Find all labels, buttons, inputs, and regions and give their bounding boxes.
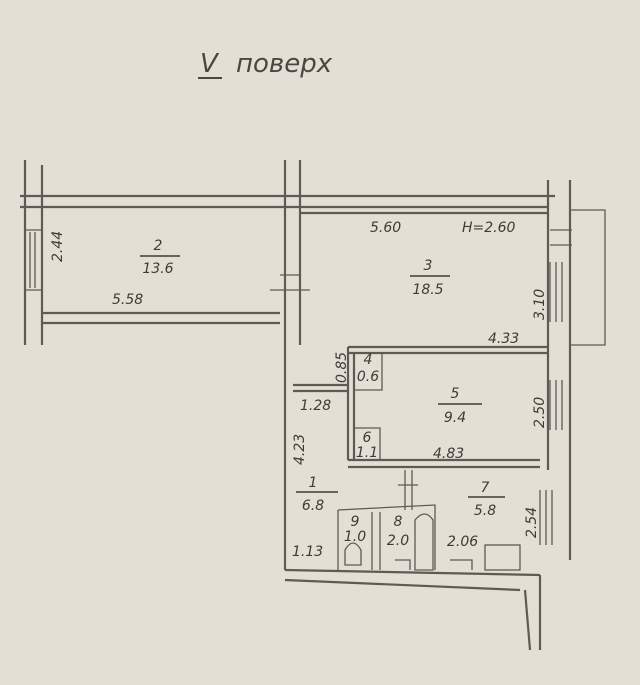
rooms-8-number: 9 [351,514,360,530]
room-1-label: 1 6.8 [296,475,338,514]
rooms-7-area: 2.0 [387,533,409,549]
dim-room3-bottom: 4.33 [488,331,519,347]
rooms-0-area: 6.8 [302,498,324,514]
rooms-3-area: 0.6 [357,369,379,385]
rooms-4-number: 5 [451,386,460,402]
dim-room4: 0.85 [334,352,350,383]
rooms-5-number: 6 [363,430,372,446]
floor-word: поверх [236,49,333,79]
dim-corridor-width: 1.28 [300,398,331,414]
room-3-label: 3 18.5 [410,258,450,298]
rooms-0-number: 1 [309,475,318,491]
dim-room5-width: 2.50 [532,397,548,428]
rooms-5-area: 1.1 [356,445,378,461]
dimensions: 2.44 5.58 5.60 H=2.60 3.10 4.33 0.85 1.2… [50,220,548,560]
dim-room2-length: 5.58 [112,292,143,308]
floor-title: V поверх [198,49,333,79]
room-7-label: 7 5.8 [468,480,505,519]
dim-hall-length: 4.23 [292,434,308,465]
walls [20,160,606,651]
rooms-2-area: 18.5 [412,282,443,298]
rooms-1-number: 2 [154,238,163,254]
floor-numeral: V [200,49,220,79]
room-9-label: 9 1.0 [344,514,366,545]
rooms-4-area: 9.4 [444,410,466,426]
room-6-label: 6 1.1 [356,430,378,461]
dim-ceiling-height: H=2.60 [462,220,516,236]
rooms-8-area: 1.0 [344,529,366,545]
room-5-label: 5 9.4 [438,386,482,426]
dim-room3-top: 5.60 [370,220,401,236]
rooms-6-number: 7 [481,480,490,496]
room-4-label: 4 0.6 [357,352,379,385]
room-8-label: 8 2.0 [387,514,409,549]
dim-room5-length: 4.83 [433,446,464,462]
rooms-2-number: 3 [424,258,433,274]
room-2-label: 2 13.6 [140,238,180,277]
rooms-7-number: 8 [394,514,403,530]
dim-hall-bottom: 1.13 [292,544,323,560]
rooms-6-area: 5.8 [474,503,496,519]
dim-kitchen: 2.06 [447,534,478,550]
rooms-1-area: 13.6 [142,261,173,277]
dim-room7-width: 2.54 [524,507,540,538]
rooms-3-number: 4 [364,352,373,368]
dim-room3-width: 3.10 [532,289,548,320]
dim-room2-height: 2.44 [50,231,66,262]
